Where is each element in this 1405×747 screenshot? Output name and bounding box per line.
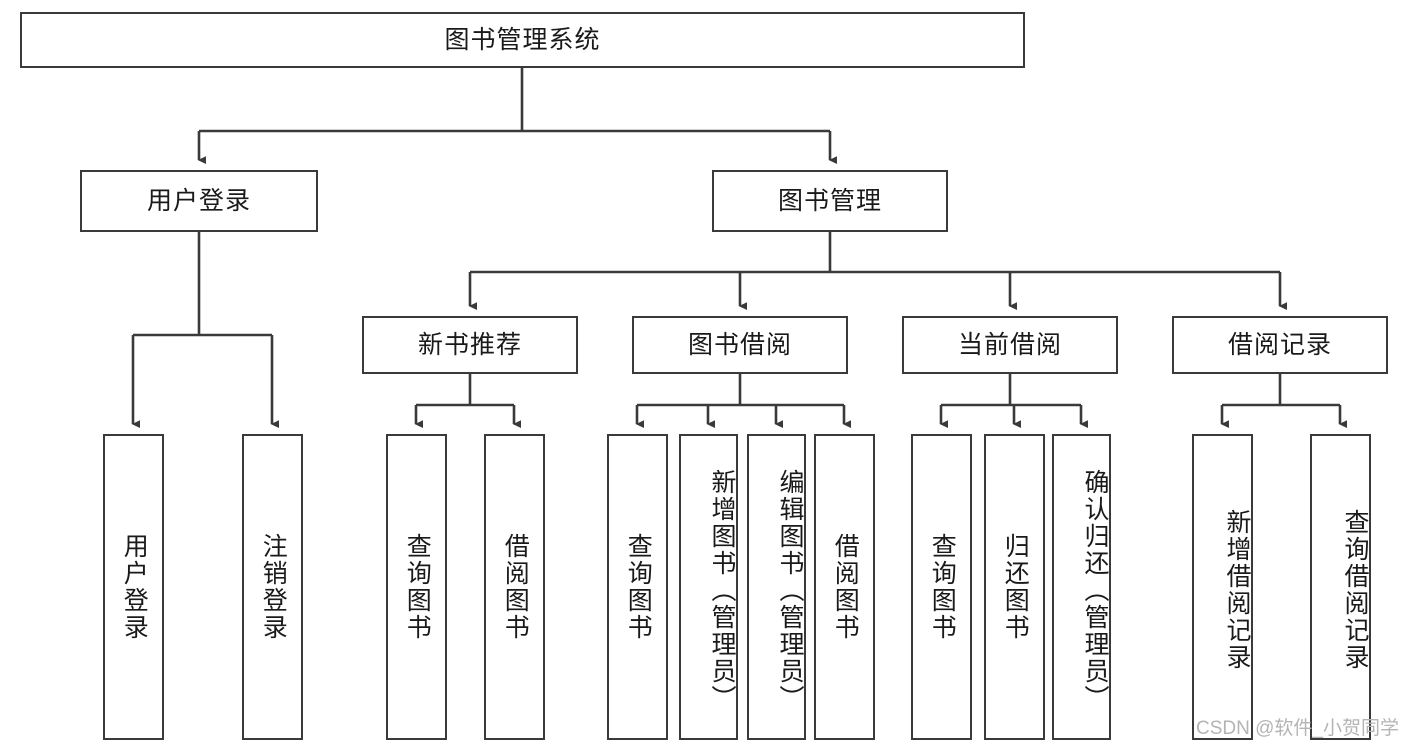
leaf-query-book-current[interactable]: 查询图书 (911, 434, 972, 740)
edge-userlogin-to-leaves (131, 232, 280, 428)
watermark-text: CSDN @软件_小贺同学 (1196, 718, 1399, 739)
leaf-query-book-newbook[interactable]: 查询图书 (386, 434, 447, 740)
node-root[interactable]: 图书管理系统 (20, 12, 1025, 68)
leaf-query-book-borrow[interactable]: 查询图书 (607, 434, 668, 740)
node-book-manage[interactable]: 图书管理 (712, 170, 948, 232)
leaf-query-borrow-record[interactable]: 查询借阅记录 (1310, 434, 1371, 740)
edge-newbookrec-to-leaves (414, 374, 522, 428)
leaf-add-book-admin[interactable]: 新增图书（管理员） (679, 434, 738, 740)
leaf-edit-book-admin[interactable]: 编辑图书（管理员） (747, 434, 806, 740)
leaf-add-borrow-record[interactable]: 新增借阅记录 (1192, 434, 1253, 740)
leaf-borrow-book-borrow[interactable]: 借阅图书 (814, 434, 875, 740)
leaf-confirm-return-admin[interactable]: 确认归还（管理员） (1052, 434, 1111, 740)
leaf-user-login[interactable]: 用户登录 (103, 434, 164, 740)
edge-bookmanage-to-level3 (468, 232, 1288, 310)
edge-borrowrecord-to-leaves (1220, 374, 1348, 428)
node-new-book-recommend[interactable]: 新书推荐 (362, 316, 578, 374)
node-book-borrow[interactable]: 图书借阅 (632, 316, 848, 374)
node-borrow-record[interactable]: 借阅记录 (1172, 316, 1388, 374)
node-user-login[interactable]: 用户登录 (80, 170, 318, 232)
edge-currentborrow-to-leaves (939, 374, 1089, 428)
node-current-borrow[interactable]: 当前借阅 (902, 316, 1118, 374)
edge-bookborrow-to-leaves (635, 374, 852, 428)
leaf-logout[interactable]: 注销登录 (242, 434, 303, 740)
leaf-borrow-book-newbook[interactable]: 借阅图书 (484, 434, 545, 740)
leaf-return-book[interactable]: 归还图书 (984, 434, 1045, 740)
edge-root-to-level2 (197, 68, 838, 164)
